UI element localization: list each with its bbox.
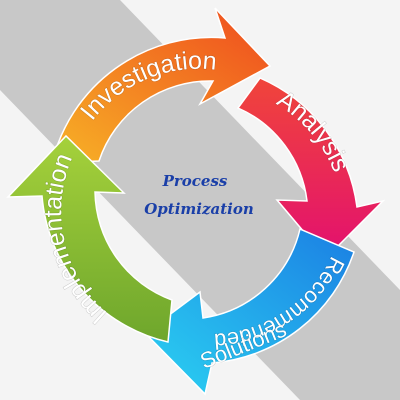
implementation-arrow xyxy=(6,134,173,343)
center-title-line2: Optimization xyxy=(144,200,254,218)
recommended-solutions-arrow xyxy=(143,227,355,396)
center-title-line1: Process xyxy=(162,172,228,190)
analysis-arrow xyxy=(236,77,386,260)
investigation-arrow xyxy=(51,7,272,164)
